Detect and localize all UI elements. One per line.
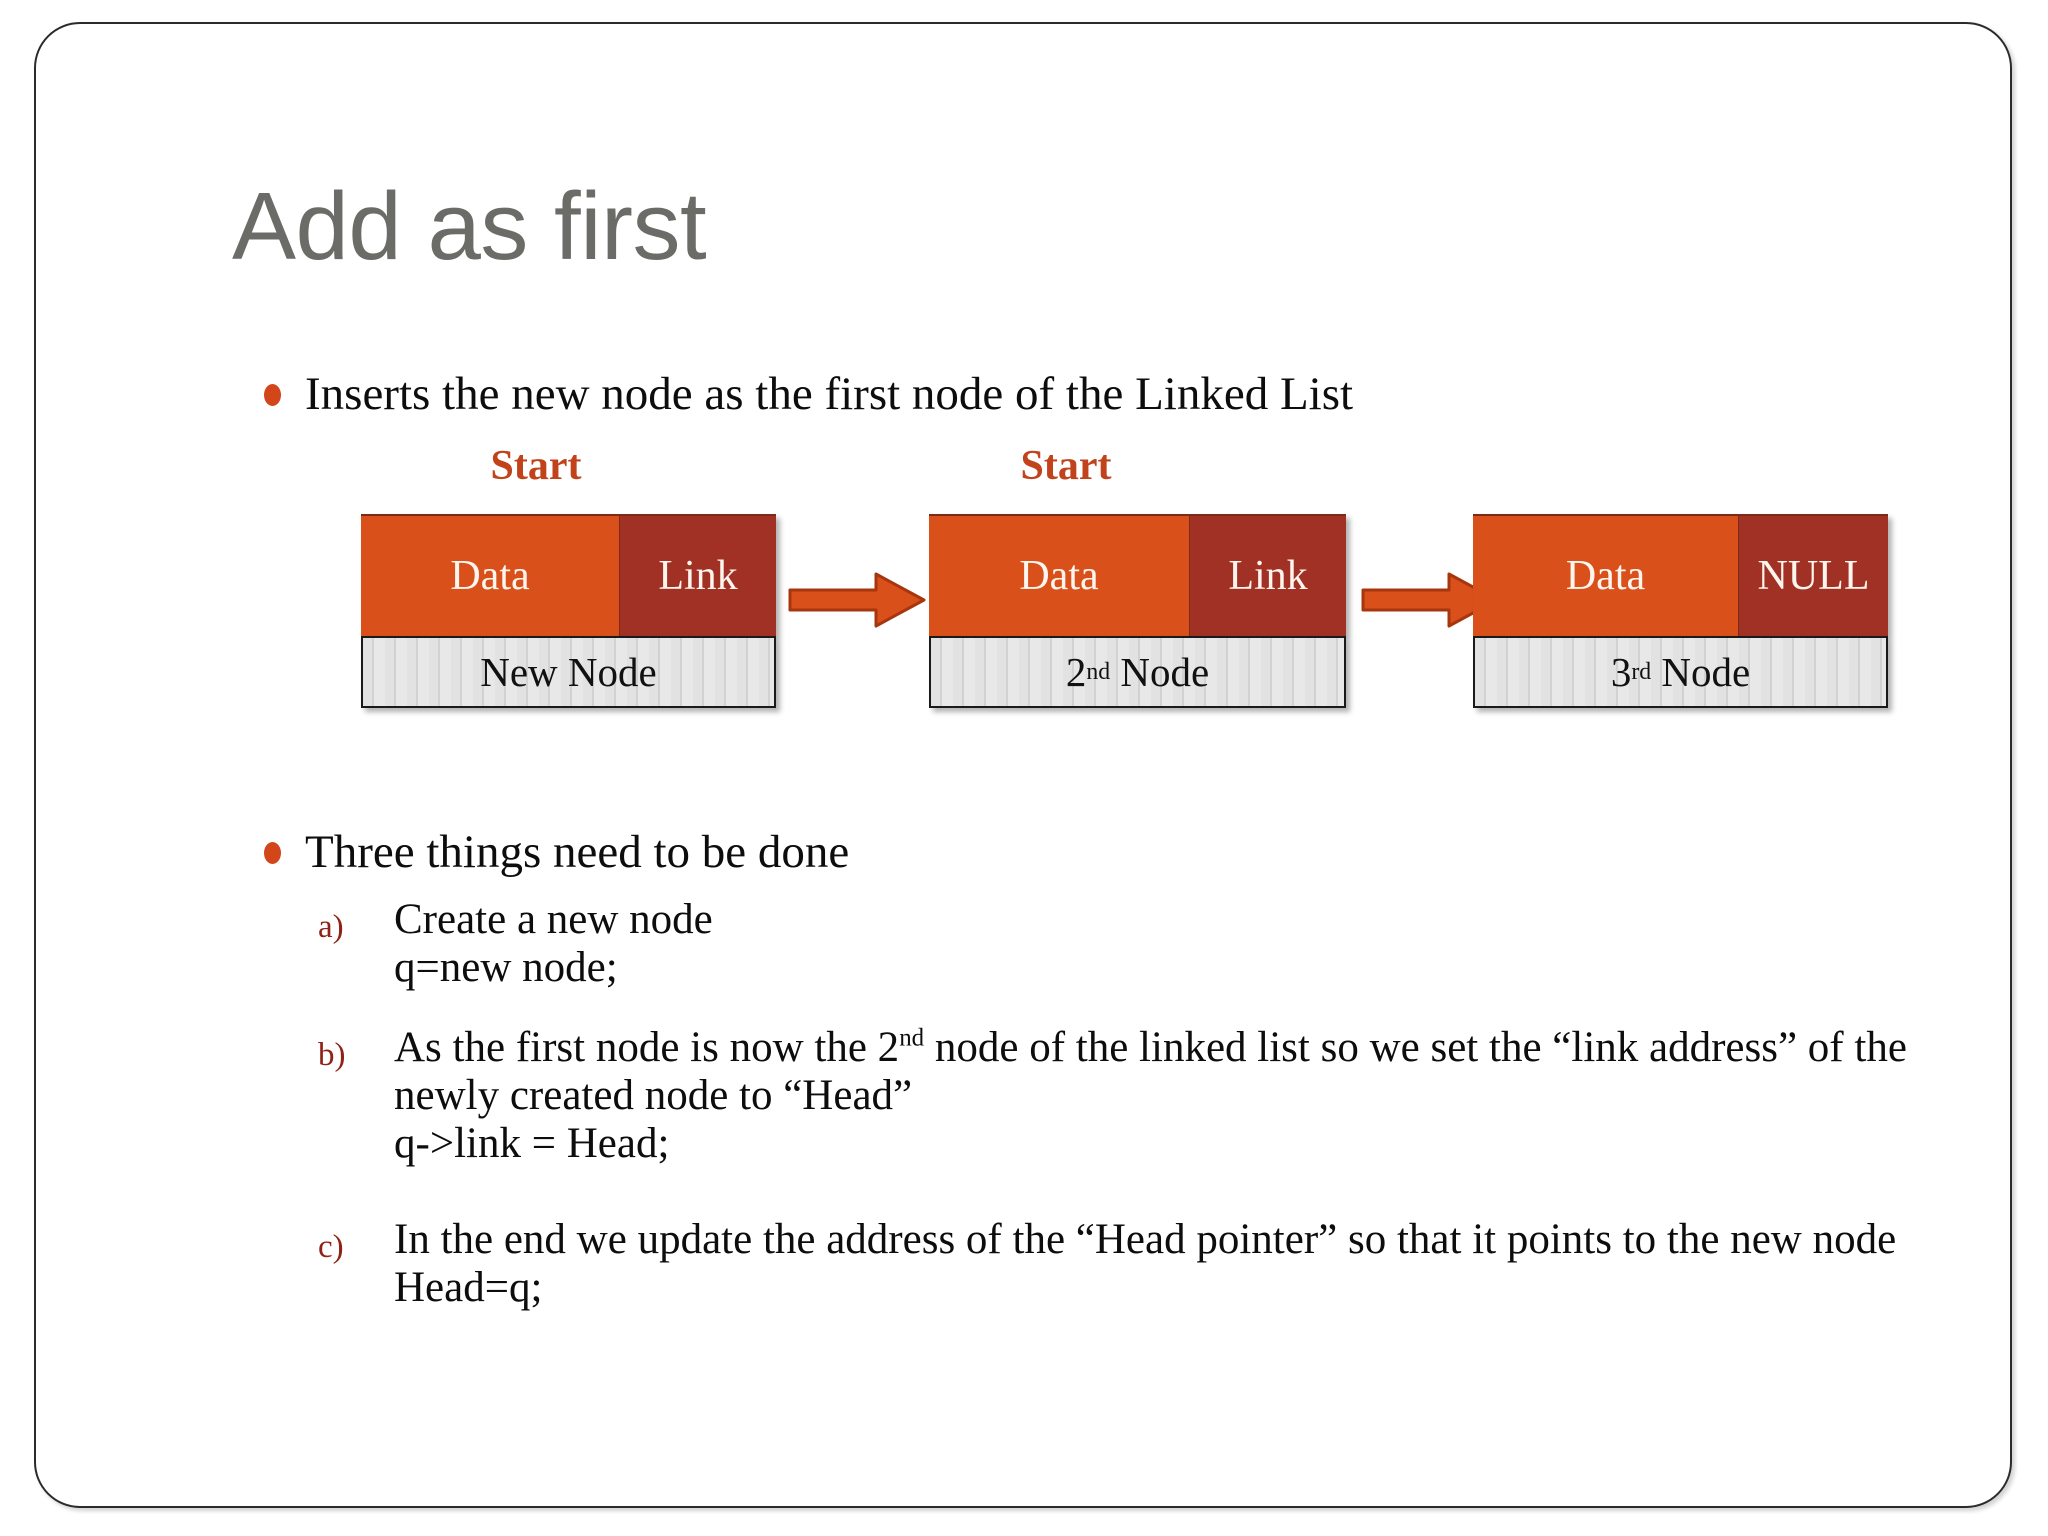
bullet-item-2: Three things need to be done [264,826,849,879]
node-third-data-cell: Data [1473,516,1738,636]
start-label-node-1: Start [490,443,582,489]
slide-frame: Add as first Inserts the new node as the… [34,22,2012,1508]
sub-item-b-line-2: q->link = Head; [394,1120,670,1168]
page-title: Add as first [232,173,707,280]
sub-item-a-line-2: q=new node; [394,944,618,992]
sub-item-b: b) As the first node is now the 2nd node… [318,1024,1958,1168]
node-new: Data Link New Node [361,514,776,708]
bullet-dot-icon [264,842,281,864]
bullet-dot-icon [264,384,281,406]
bullet-1-text: Inserts the new node as the first node o… [305,368,1354,420]
node-second-caption-word: Node [1120,649,1210,695]
linked-list-diagram: Start Data Link New Node Start Data Link… [36,24,2010,1506]
sub-item-a-body: Create a new node q=new node; [394,896,713,992]
sub-item-c-body: In the end we update the address of the … [394,1216,1896,1312]
sub-item-a-line-1: Create a new node [394,896,713,943]
node-new-link-cell: Link [619,516,776,636]
node-new-data-cell: Data [361,516,619,636]
bullet-item-1: Inserts the new node as the first node o… [264,368,1353,421]
sub-item-a-marker: a) [318,909,344,945]
node-new-caption: New Node [361,636,776,708]
node-new-caption-text: New Node [480,649,657,695]
sub-item-c: c) In the end we update the address of t… [318,1216,1958,1312]
arrow-node1-to-node2 [788,572,926,628]
start-label-node-2: Start [1020,443,1112,489]
sub-item-b-line-1: As the first node is now the 2nd node of… [394,1024,1907,1120]
sub-item-b-body: As the first node is now the 2nd node of… [394,1024,1954,1168]
sub-item-c-marker: c) [318,1229,344,1265]
sub-item-c-line-1: In the end we update the address of the … [394,1216,1897,1263]
node-second-data-cell: Data [929,516,1189,636]
sub-item-a: a) Create a new node q=new node; [318,896,1958,992]
node-third-link-cell: NULL [1738,516,1888,636]
node-second-link-cell: Link [1189,516,1346,636]
node-second-cells: Data Link [929,514,1346,636]
node-second-caption-number: 2 [1065,649,1087,695]
sub-item-b-marker: b) [318,1037,346,1073]
node-new-cells: Data Link [361,514,776,636]
node-third-caption-word: Node [1661,649,1751,695]
bullet-2-text: Three things need to be done [305,826,850,878]
node-third-caption-number: 3 [1610,649,1632,695]
sub-item-c-line-2: Head=q; [394,1264,543,1312]
node-third-cells: Data NULL [1473,514,1888,636]
